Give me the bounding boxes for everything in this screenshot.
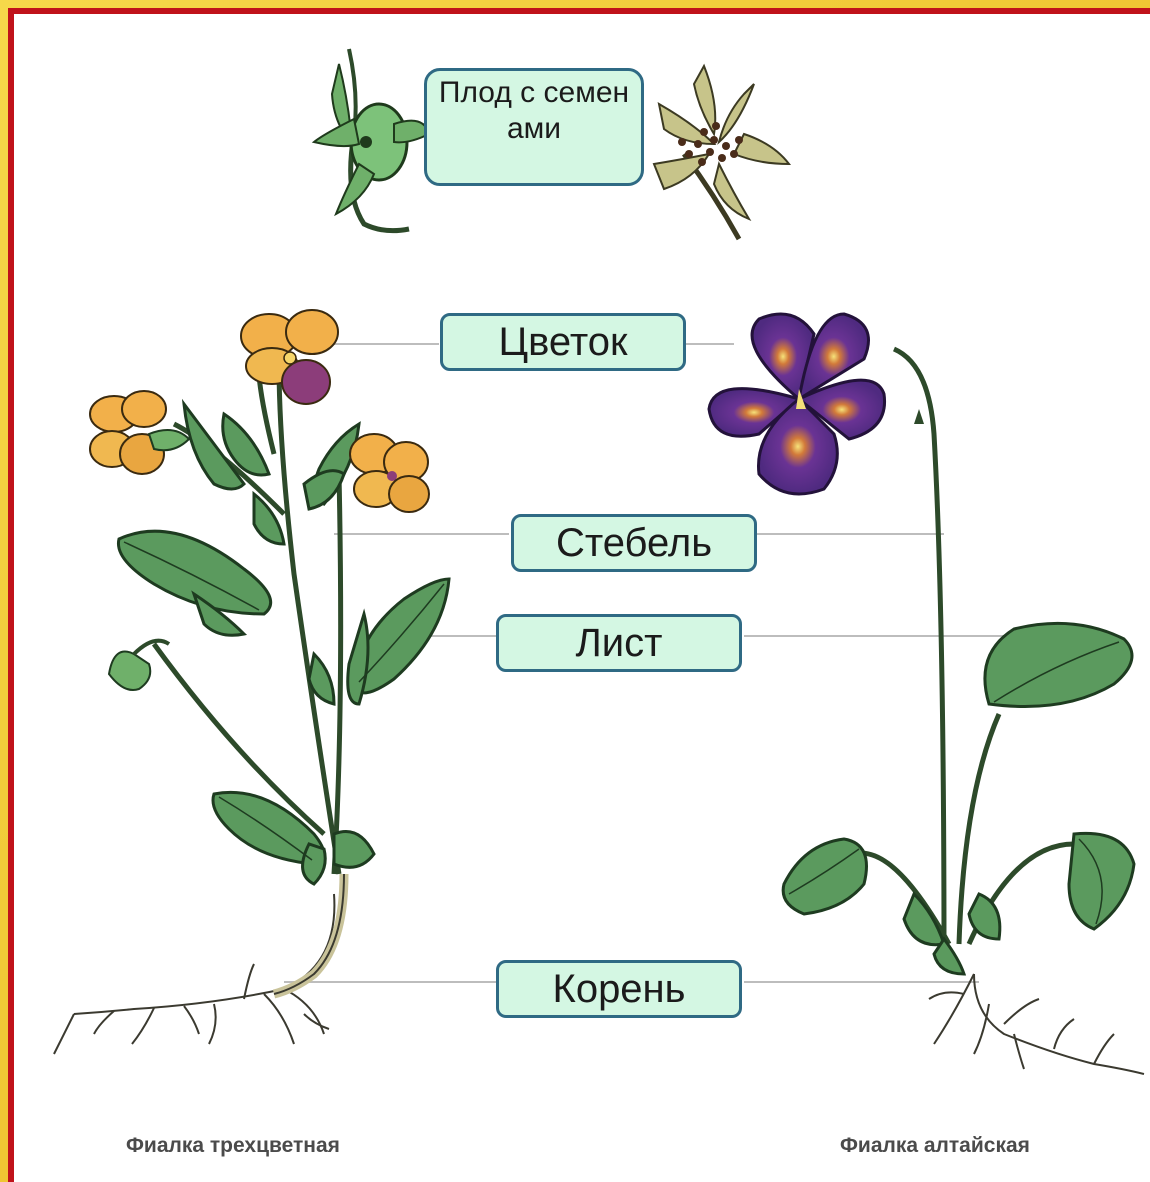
pansy-flower-left bbox=[90, 391, 189, 474]
fruit-with-seeds-label: Плод с семенами bbox=[424, 68, 644, 186]
root-label: Корень bbox=[496, 960, 742, 1018]
pansy-flower-top bbox=[241, 310, 338, 404]
open-fruit-icon bbox=[654, 66, 789, 239]
diagram-canvas: Плод с семенами Цветок Стебель Лист Коре… bbox=[8, 8, 1150, 1182]
right-plant-caption: Фиалка алтайская bbox=[840, 1134, 1030, 1158]
left-roots bbox=[54, 894, 334, 1054]
right-roots bbox=[929, 974, 1144, 1074]
green-fruit-icon bbox=[314, 49, 429, 231]
left-plant-pansy bbox=[54, 310, 449, 1054]
left-plant-caption: Фиалка трехцветная bbox=[126, 1134, 340, 1158]
flower-label: Цветок bbox=[440, 313, 686, 371]
stem-label: Стебель bbox=[511, 514, 757, 572]
leaf-label: Лист bbox=[496, 614, 742, 672]
violet-flower-icon bbox=[709, 314, 885, 494]
pansy-flower-right bbox=[350, 434, 429, 512]
right-plant-violet bbox=[709, 314, 1144, 1074]
